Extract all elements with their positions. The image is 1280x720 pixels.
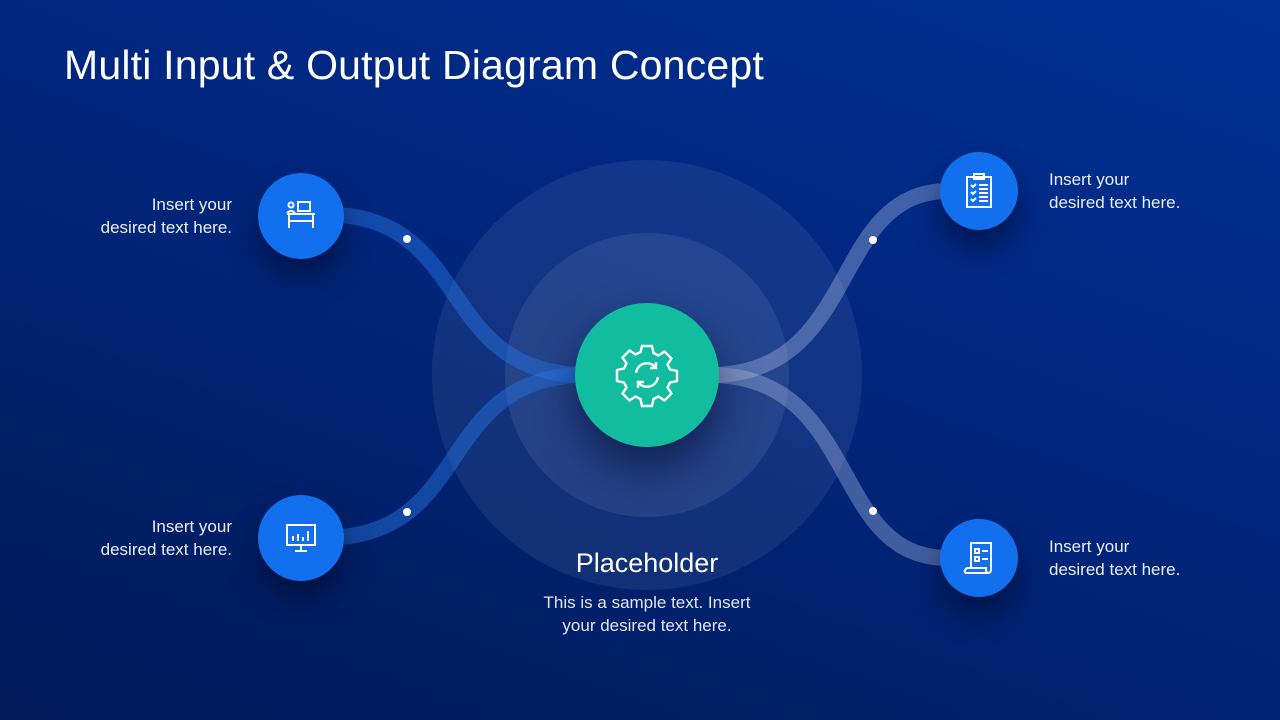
label-line: desired text here.: [100, 218, 232, 237]
connector-dot: [403, 508, 411, 516]
center-node: [575, 303, 719, 447]
output-node-1: [940, 152, 1018, 230]
label-line: Insert your: [1049, 170, 1130, 189]
label-line: desired text here.: [100, 540, 232, 559]
label-line: desired text here.: [1049, 193, 1181, 212]
description-line: your desired text here.: [562, 616, 732, 635]
output-label-1: Insert your desired text here.: [1049, 168, 1249, 214]
description-line: This is a sample text. Insert: [543, 593, 751, 612]
connector-dot: [403, 235, 411, 243]
document-list-icon: [963, 542, 992, 574]
input-label-2: Insert your desired text here.: [32, 515, 232, 561]
presentation-chart-icon: [286, 524, 316, 552]
label-line: Insert your: [151, 517, 232, 536]
input-node-2: [258, 495, 344, 581]
connector-dot: [869, 507, 877, 515]
input-label-1: Insert your desired text here.: [32, 193, 232, 239]
output-node-2: [940, 519, 1018, 597]
input-connector-1: [339, 207, 581, 383]
center-title: Placeholder: [575, 548, 719, 578]
clipboard-checklist-icon: [966, 173, 992, 208]
center-description: This is a sample text. Insert your desir…: [497, 591, 797, 637]
output-label-2: Insert your desired text here.: [1049, 535, 1249, 581]
connector-dot: [869, 236, 877, 244]
input-connector-2: [339, 367, 581, 545]
gear-refresh-icon: [615, 344, 679, 408]
label-line: Insert your: [151, 195, 232, 214]
output-connector-1: [714, 183, 946, 383]
label-line: Insert your: [1049, 537, 1130, 556]
input-node-1: [258, 173, 344, 259]
output-connector-2: [714, 367, 946, 566]
desk-workstation-icon: [286, 201, 315, 228]
page-title: Multi Input & Output Diagram Concept: [64, 42, 764, 88]
label-line: desired text here.: [1049, 560, 1181, 579]
